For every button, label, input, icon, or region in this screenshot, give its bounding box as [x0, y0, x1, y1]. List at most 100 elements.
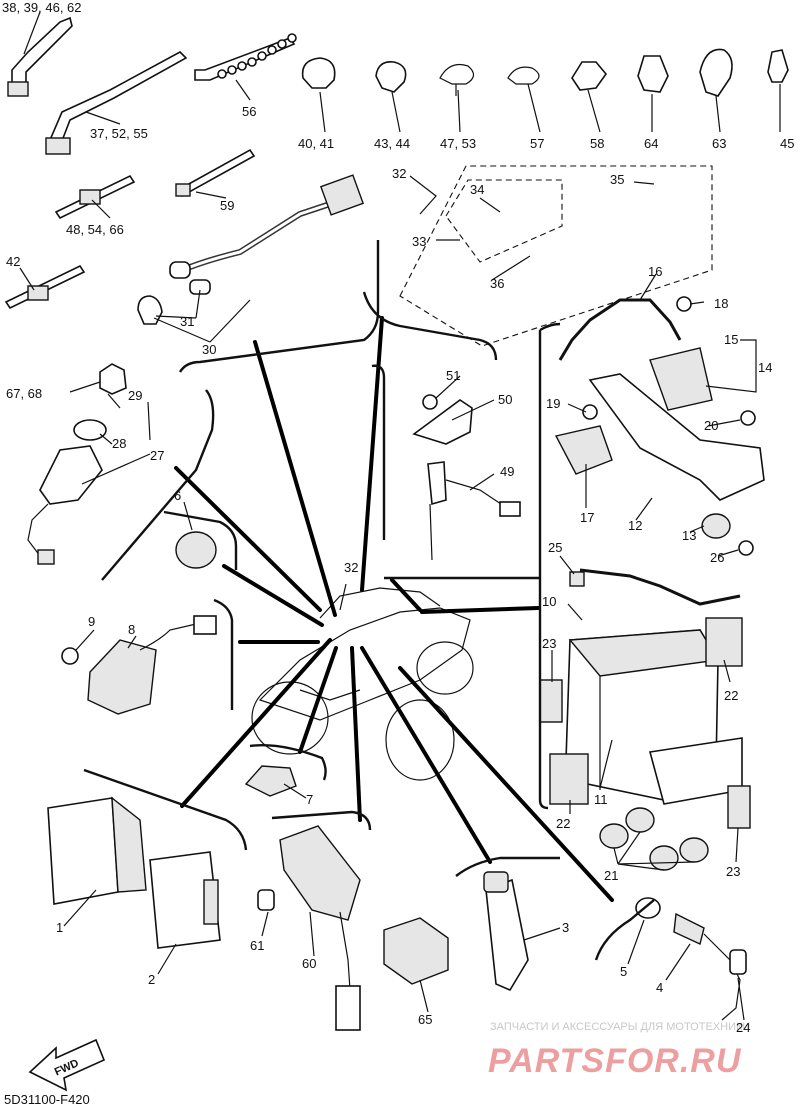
part-relay-15: [649, 347, 713, 411]
callout-label: 47, 53: [440, 136, 476, 151]
part-sensor-6: [175, 531, 217, 569]
part-clip-45: [767, 49, 789, 83]
part-bolt-61: [257, 889, 275, 911]
callout-label: 61: [250, 938, 264, 953]
callout-label: 34: [470, 182, 484, 197]
part-sensor-31: [169, 261, 191, 279]
part-band-56-beads: [217, 33, 297, 79]
callout-label: 51: [446, 368, 460, 383]
part-cap-21b: [625, 807, 655, 833]
part-bracket-2: [149, 851, 221, 949]
part-lead-10: [579, 568, 741, 606]
part-tie-48-head: [79, 189, 101, 205]
callout-label: 1: [56, 920, 63, 935]
part-damper-13: [701, 513, 731, 539]
part-relay-17: [554, 425, 613, 475]
part-bracket-12: [588, 373, 765, 501]
callout-labels: 38, 39, 46, 62 56 40, 41 43, 44 47, 53 5…: [2, 0, 794, 1035]
part-cover-25: [569, 571, 585, 587]
part-regulator-8: [87, 639, 157, 715]
callout-label: 9: [88, 614, 95, 629]
watermark-logo: PARTSFOR.RU: [488, 1042, 742, 1080]
callout-label: 22: [724, 688, 738, 703]
part-pad-22b: [549, 753, 589, 805]
callout-label: 21: [604, 868, 618, 883]
callout-label: 29: [128, 388, 142, 403]
part-clip-19: [582, 404, 598, 420]
callout-label: 23: [726, 864, 740, 879]
part-pad-23b: [727, 785, 751, 829]
callout-label: 16: [648, 264, 662, 279]
callout-label: 49: [500, 464, 514, 479]
callout-label: 14: [758, 360, 772, 375]
part-switch-27-lead: [27, 503, 49, 557]
part-bolt-20: [740, 410, 756, 426]
callout-label: 30: [202, 342, 216, 357]
callout-label: 33: [412, 234, 426, 249]
part-cap-21d: [679, 837, 709, 863]
callout-label: 11: [594, 792, 608, 807]
group-brackets: [83, 240, 655, 961]
part-bolt-26: [738, 540, 754, 556]
part-switch-49-spring: [429, 503, 433, 561]
part-cap-5: [635, 897, 661, 919]
part-cap-24: [729, 949, 747, 975]
leader-lines: [174, 316, 614, 902]
part-band-37-head: [45, 137, 71, 155]
callout-label: 65: [418, 1012, 432, 1027]
part-switch-49-plug: [499, 501, 521, 517]
callout-label: 63: [712, 136, 726, 151]
part-bolt-9: [61, 647, 79, 665]
part-tie-42-head: [27, 285, 49, 301]
callout-label: 17: [580, 510, 594, 525]
callout-label: 42: [6, 254, 20, 269]
dashed-box-32: [399, 165, 713, 347]
part-relay-60-plug: [335, 985, 361, 1031]
part-pad-22a: [705, 617, 743, 667]
callout-label: 24: [736, 1020, 750, 1035]
callout-label: 5: [620, 964, 627, 979]
callout-label: 56: [242, 104, 256, 119]
part-clamp-58: [571, 61, 608, 91]
part-sparkplug-4-lead: [703, 933, 741, 1021]
part-connector-30: [319, 174, 365, 216]
part-band-38: [11, 16, 73, 93]
part-switch-49-lead: [445, 479, 505, 507]
part-clip-57: [507, 66, 540, 85]
callout-label: 18: [714, 296, 728, 311]
callout-label: 50: [498, 392, 512, 407]
callout-label: 37, 52, 55: [90, 126, 148, 141]
part-key-29: [99, 363, 127, 395]
part-regulator-8-lead: [139, 623, 197, 651]
callout-label: 60: [302, 956, 316, 971]
callout-leaders: [19, 11, 781, 1021]
callout-label: 36: [490, 276, 504, 291]
part-bolt-51: [422, 394, 438, 410]
callout-label: 20: [704, 418, 718, 433]
callout-label: 40, 41: [298, 136, 334, 151]
callout-label: 10: [542, 594, 556, 609]
callout-label: 22: [556, 816, 570, 831]
callout-label: 57: [530, 136, 544, 151]
part-cdi-1-side: [111, 796, 147, 893]
fwd-arrow: FWD: [28, 1038, 106, 1092]
callout-label: 64: [644, 136, 658, 151]
part-boot-31: [137, 295, 163, 325]
part-sparkplug-4: [673, 912, 705, 945]
part-cap-21a: [599, 823, 629, 849]
callout-label: 27: [150, 448, 164, 463]
drawing-code: 5D31100-F420: [4, 1092, 90, 1107]
callout-label: 19: [546, 396, 560, 411]
callout-label: 35: [610, 172, 624, 187]
callout-label: 7: [306, 792, 313, 807]
part-lead-16: [558, 298, 682, 361]
part-ring-28: [73, 419, 107, 441]
part-regulator-8-plug: [193, 615, 217, 635]
part-relay-60-lead: [339, 911, 351, 991]
dashed-inner-33: [445, 179, 563, 263]
callout-label: 12: [628, 518, 642, 533]
callout-label: 3: [562, 920, 569, 935]
part-switch-27-plug: [37, 549, 55, 565]
callout-label: 25: [548, 540, 562, 555]
